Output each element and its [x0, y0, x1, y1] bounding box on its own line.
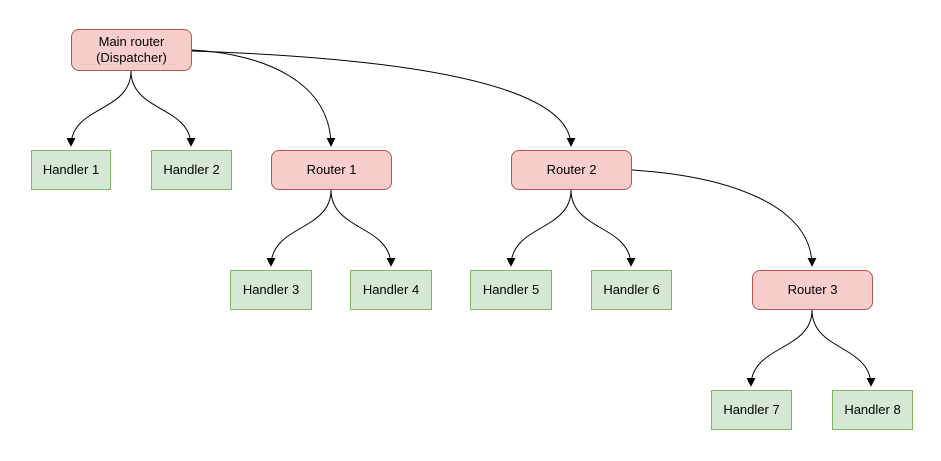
edge-router2-to-router3 [631, 169, 817, 267]
edge-main-to-handler2 [130, 70, 196, 147]
node-handler-3: Handler 3 [230, 270, 312, 310]
edge-router2-to-handler5 [506, 189, 572, 267]
node-handler-2: Handler 2 [151, 150, 232, 190]
edge-router3-to-handler7 [746, 309, 813, 387]
node-handler-6: Handler 6 [591, 270, 672, 310]
edge-main-to-router2 [191, 50, 576, 147]
edge-main-to-handler1 [66, 70, 132, 147]
edge-router1-to-handler3 [266, 189, 332, 267]
node-handler-7: Handler 7 [711, 390, 792, 430]
node-router-2: Router 2 [511, 150, 632, 190]
node-handler-1: Handler 1 [31, 150, 111, 190]
node-handler-8: Handler 8 [832, 390, 913, 430]
node-handler-5: Handler 5 [470, 270, 552, 310]
edge-main-to-router1 [191, 49, 336, 147]
edge-router3-to-handler8 [811, 309, 876, 387]
node-router-1: Router 1 [271, 150, 392, 190]
edge-router2-to-handler6 [570, 189, 636, 267]
edge-router1-to-handler4 [330, 189, 396, 267]
node-handler-4: Handler 4 [350, 270, 432, 310]
node-main-router-dispatcher: Main router (Dispatcher) [71, 29, 192, 71]
node-router-3: Router 3 [752, 270, 873, 310]
